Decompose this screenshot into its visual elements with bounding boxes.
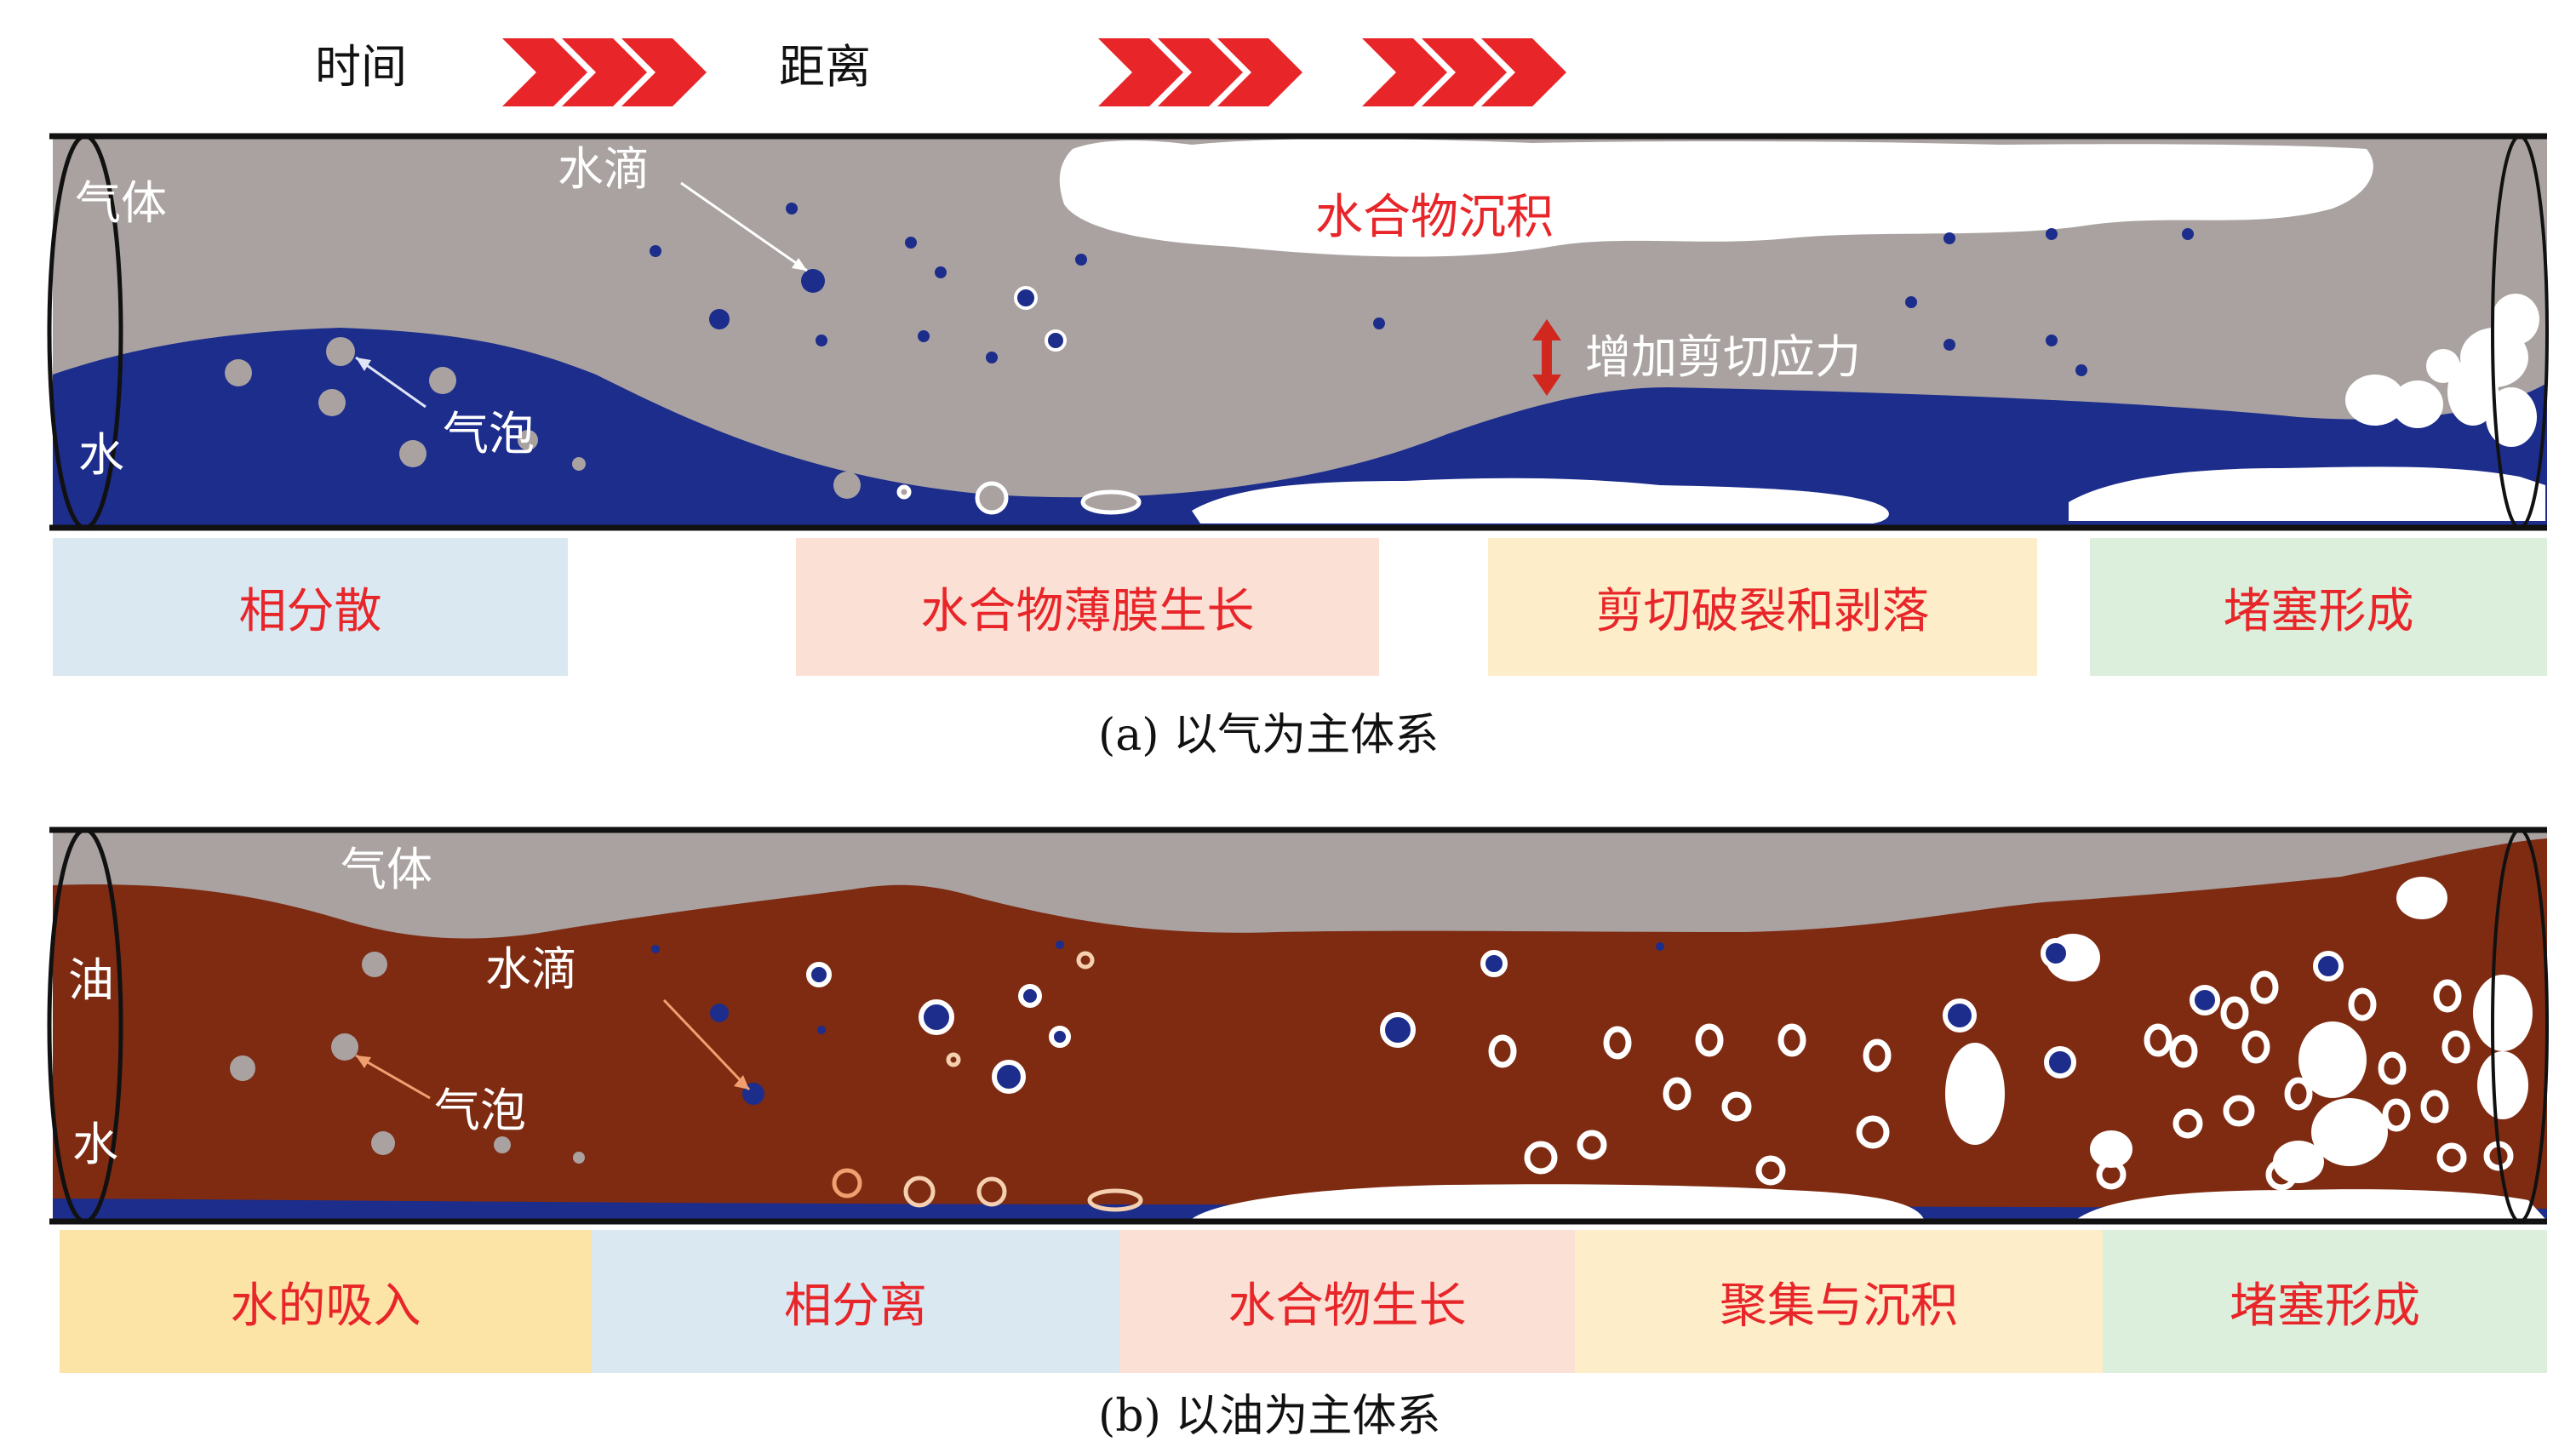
caption-b: (b) 以油为主体系 [1098,1394,1440,1439]
caption-a: (a) 以气为主体系 [1098,713,1439,758]
shear-label-a: 增加剪切应力 [1585,335,1861,380]
distance-arrow-icon-1 [1098,38,1302,106]
stage-label-b-3: 水合物生长 [1119,1230,1575,1373]
water-label-a: 水 [78,432,124,478]
bubble-label-a: 气泡 [443,411,535,457]
stage-label-a-2: 水合物薄膜生长 [796,538,1379,676]
bubble-label-b: 气泡 [434,1088,526,1134]
stage-label-a-3: 剪切破裂和剥落 [1488,538,2037,676]
gas-label-b: 气体 [341,847,432,893]
stage-label-a-1: 相分散 [53,538,568,676]
pipe-a [49,136,2547,528]
droplet-label-b: 水滴 [485,947,577,993]
stage-label-b-4: 聚集与沉积 [1575,1230,2103,1373]
time-label: 时间 [315,44,407,90]
water-label-b: 水 [72,1122,118,1168]
oil-label-b: 油 [68,958,114,1004]
time-arrow-icon [502,38,707,106]
hydrate-deposit-label-a: 水合物沉积 [1315,194,1554,242]
stage-label-b-2: 相分离 [592,1230,1119,1373]
distance-arrow-icon-2 [1362,38,1566,106]
gas-label-a: 气体 [75,180,167,226]
stage-label-a-4: 堵塞形成 [2090,538,2547,676]
stage-label-b-5: 堵塞形成 [2103,1230,2547,1373]
stage-label-b-1: 水的吸入 [60,1230,592,1373]
droplet-label-a: 水滴 [558,146,650,192]
distance-label: 距离 [779,44,871,90]
